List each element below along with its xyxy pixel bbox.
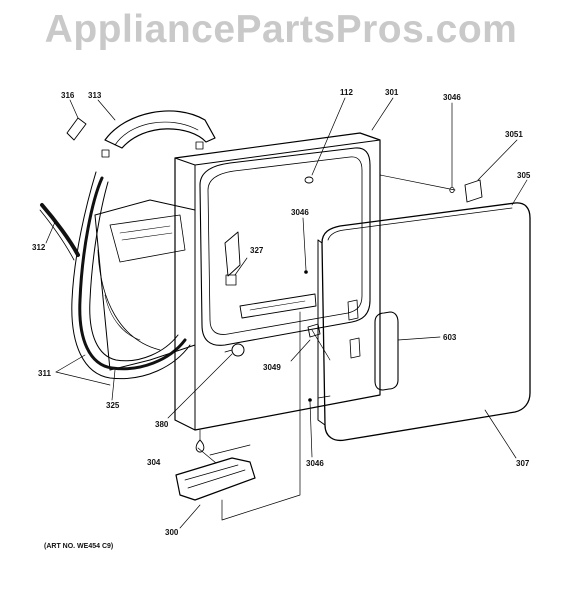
drum-bearing-strip bbox=[101, 110, 216, 158]
callout-312: 312 bbox=[32, 243, 46, 252]
callout-3046-low: 3046 bbox=[306, 459, 324, 468]
callout-3049: 3049 bbox=[263, 363, 281, 372]
screw-3046-mid bbox=[304, 270, 308, 274]
callout-325: 325 bbox=[106, 401, 120, 410]
foot-304 bbox=[195, 439, 205, 453]
callout-3051: 3051 bbox=[505, 130, 523, 139]
callout-3046-top: 3046 bbox=[443, 93, 461, 102]
callout-307: 307 bbox=[516, 459, 530, 468]
callout-300: 300 bbox=[165, 528, 179, 537]
callout-301: 301 bbox=[385, 88, 399, 97]
door-assembly bbox=[317, 202, 531, 442]
alignment-lines bbox=[199, 174, 456, 521]
watermark: AppliancePartsPros.com bbox=[44, 8, 518, 51]
callout-327: 327 bbox=[250, 246, 264, 255]
callout-3046-mid: 3046 bbox=[291, 208, 309, 217]
door-seal-gasket bbox=[71, 171, 191, 380]
leader-lines bbox=[45, 97, 528, 529]
door-catch bbox=[307, 323, 321, 338]
lint-filter bbox=[175, 457, 256, 501]
front-panel bbox=[174, 132, 381, 431]
felt-pad-316 bbox=[66, 117, 87, 141]
hinge-clip bbox=[464, 179, 483, 203]
callout-603: 603 bbox=[443, 333, 457, 342]
screw-3046-low bbox=[308, 398, 312, 402]
callout-305: 305 bbox=[517, 171, 531, 180]
callout-304: 304 bbox=[147, 458, 161, 467]
callout-316: 316 bbox=[61, 91, 75, 100]
art-number: (ART NO. WE454 C9) bbox=[44, 543, 114, 550]
door-strike bbox=[304, 176, 314, 184]
callout-311: 311 bbox=[38, 369, 51, 378]
callout-313: 313 bbox=[88, 91, 102, 100]
callout-380: 380 bbox=[155, 420, 169, 429]
callout-112: 112 bbox=[340, 88, 353, 97]
wire-harness-seal bbox=[39, 203, 80, 261]
door-knob-380 bbox=[231, 343, 245, 357]
